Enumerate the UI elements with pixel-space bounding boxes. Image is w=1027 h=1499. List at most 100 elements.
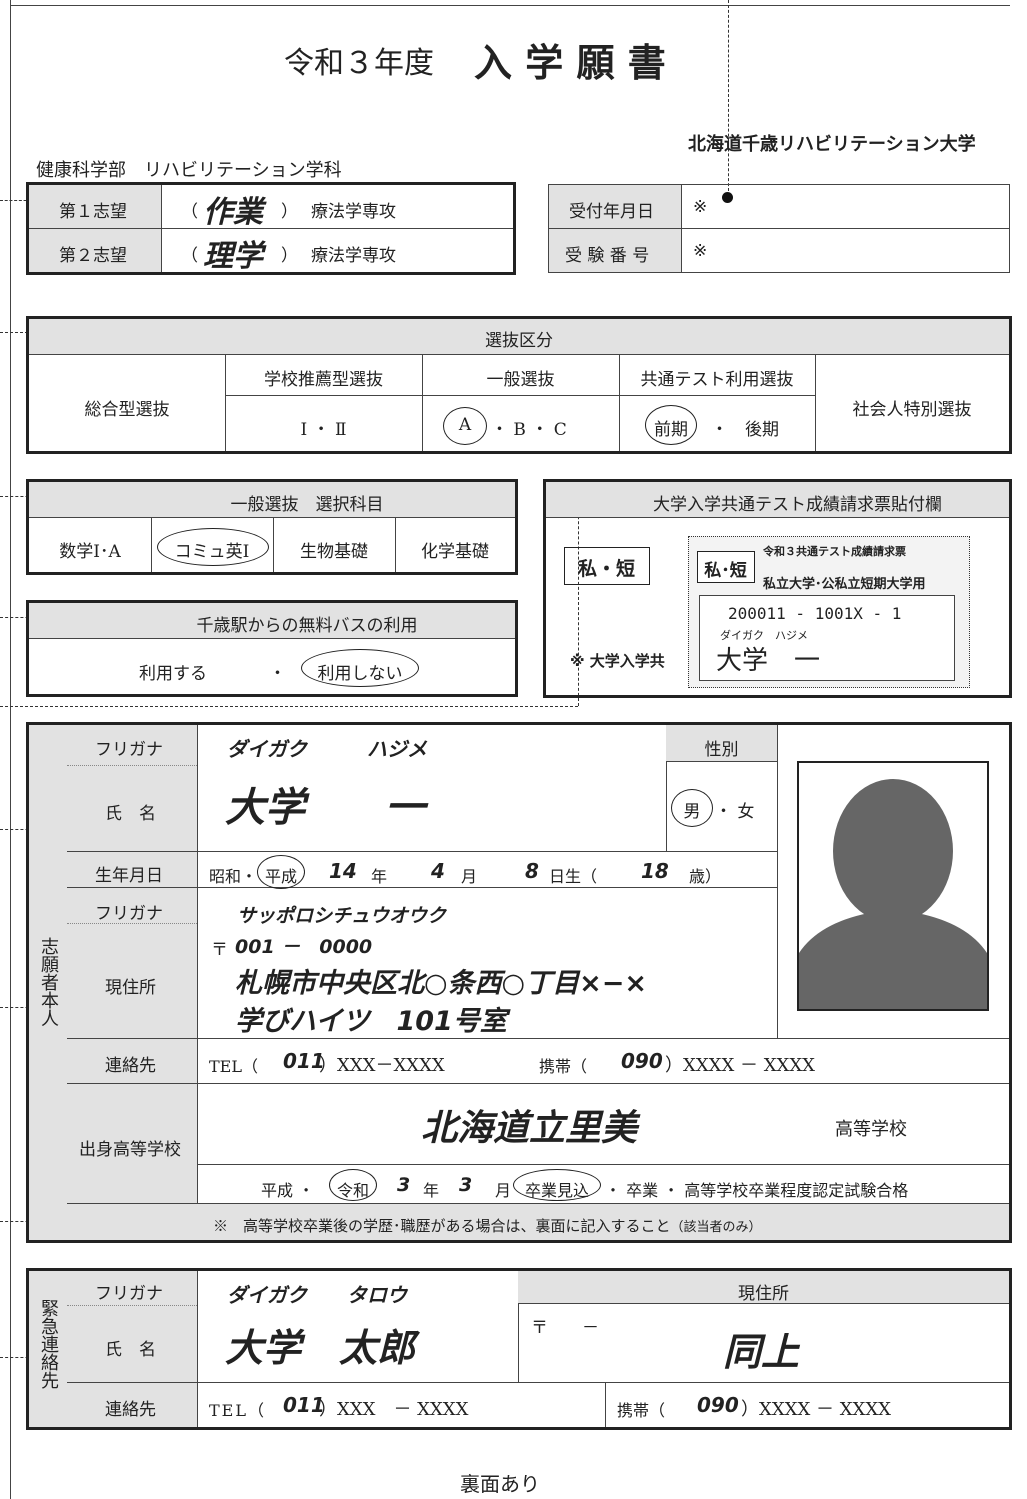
- grad-rest[interactable]: ・ 卒業 ・ 高等学校卒業程度認定試験合格: [605, 1181, 909, 1200]
- emergency-box: 緊急連絡先 現住所 フリガナ 氏 名 連絡先 ダイガク タロウ 大学 太郎 〒 …: [26, 1268, 1012, 1430]
- selection-school-options[interactable]: Ⅰ ・ Ⅱ: [300, 420, 347, 440]
- score-ticket: 私･短 令和３共通テスト成績請求票 私立大学･公私立短期大学用 200011 -…: [688, 536, 970, 688]
- emergency-mobile-rest[interactable]: ）XXXX － XXXX: [741, 1399, 891, 1420]
- leader-dot: [722, 192, 733, 203]
- tel-area[interactable]: 011: [283, 1049, 325, 1073]
- person-silhouette-icon: [799, 779, 987, 1009]
- emergency-tel-rest[interactable]: ）XXX － XXXX: [319, 1399, 469, 1420]
- subject-item[interactable]: コミュ英Ⅰ: [174, 542, 250, 562]
- received-mark: ※: [693, 197, 708, 217]
- history-note-small: （該当者のみ）: [670, 1220, 762, 1235]
- applicant-furigana[interactable]: ダイガク ハジメ: [227, 737, 427, 761]
- bus-use[interactable]: 利用する: [139, 664, 207, 684]
- subject-item[interactable]: 生物基礎: [300, 542, 368, 562]
- gender-male[interactable]: 男: [683, 802, 701, 822]
- university-name: 北海道千歳リハビリテーション大学: [688, 134, 976, 155]
- applicant-name[interactable]: 大学 一: [225, 785, 425, 831]
- tel-label: TEL（: [209, 1057, 258, 1076]
- zip-code[interactable]: 001 － 0000: [235, 936, 373, 958]
- subjects-header: 一般選抜 選択科目: [230, 495, 384, 515]
- selection-box: 選抜区分 総合型選抜 学校推薦型選抜 Ⅰ ・ Ⅱ 一般選抜 A ・ B ・ C …: [26, 316, 1012, 454]
- subject-item[interactable]: 化学基礎: [421, 542, 489, 562]
- bus-box: 千歳駅からの無料バスの利用 利用する ・ 利用しない: [26, 600, 518, 697]
- selected-circle: [671, 789, 713, 827]
- emergency-name-label: 氏 名: [105, 1340, 156, 1360]
- grad-year[interactable]: 3: [397, 1174, 411, 1196]
- sticker-tag: 私・短: [564, 547, 650, 585]
- mobile-area[interactable]: 090: [621, 1049, 663, 1073]
- emergency-side-text: 緊急連絡先: [38, 1299, 59, 1389]
- grad-heisei[interactable]: 平成 ・: [261, 1181, 315, 1200]
- exam-mark: ※: [693, 241, 708, 261]
- era-showa[interactable]: 昭和・: [209, 867, 258, 886]
- selection-school: 学校推薦型選抜: [264, 370, 383, 390]
- tel-rest[interactable]: ）XXX－XXXX: [319, 1055, 445, 1076]
- emergency-furigana[interactable]: ダイガク タロウ: [227, 1283, 407, 1307]
- footer-note: 裏面あり: [460, 1472, 540, 1496]
- selection-sogo[interactable]: 総合型選抜: [84, 400, 170, 420]
- name-label: 氏 名: [105, 804, 156, 824]
- grad-month[interactable]: 3: [459, 1174, 473, 1196]
- selection-general: 一般選抜: [486, 370, 555, 390]
- grad-reiwa[interactable]: 令和: [336, 1181, 369, 1200]
- selected-circle: [157, 528, 269, 566]
- birth-month[interactable]: 4: [431, 859, 445, 883]
- grad-tsuki: 月: [495, 1181, 512, 1200]
- mobile-label: 携帯（: [539, 1057, 588, 1076]
- page-left-border: [10, 0, 11, 1499]
- birth-year[interactable]: 14: [329, 859, 357, 883]
- choice2-suffix: 療法学専攻: [311, 246, 396, 266]
- choices-box: 第１志望 第２志望 （ 作業 ） 療法学専攻 （ 理学 ） 療法学専攻: [26, 182, 516, 275]
- emergency-mobile-area[interactable]: 090: [697, 1393, 739, 1417]
- ticket-title2: 私立大学･公私立短期大学用: [763, 577, 926, 592]
- emergency-tel-area[interactable]: 011: [283, 1393, 325, 1417]
- ticket-inner: 200011 - 1001X - 1 ダイガク ハジメ 大学 一: [699, 595, 955, 681]
- subject-item[interactable]: 数学Ⅰ･A: [59, 542, 121, 562]
- emergency-addr-label: 現住所: [738, 1284, 789, 1304]
- emergency-contact-label: 連絡先: [105, 1400, 156, 1420]
- selection-common: 共通テスト利用選抜: [640, 370, 794, 390]
- emergency-name[interactable]: 大学 太郎: [225, 1326, 416, 1370]
- page-title: 入 学 願 書: [474, 40, 666, 85]
- address-line2[interactable]: 学びハイツ 101号室: [235, 1006, 507, 1037]
- school-label: 出身高等学校: [79, 1140, 181, 1160]
- leader-line: [0, 200, 36, 201]
- gender-rest[interactable]: ・ 女: [715, 802, 755, 822]
- selection-general-rest[interactable]: ・ B ・ C: [491, 420, 567, 440]
- addr-kana-label: フリガナ: [95, 904, 163, 924]
- title-year: 令和３年度: [284, 46, 434, 81]
- exam-number-label: 受 験 番 号: [565, 246, 650, 266]
- age-suffix: 歳）: [689, 867, 722, 886]
- address-kana[interactable]: サッポロシチュウオウク: [237, 905, 447, 927]
- gender-label: 性別: [704, 740, 739, 760]
- selection-common-rest[interactable]: ・ 後期: [711, 420, 779, 440]
- history-note-text: ※ 高等学校卒業後の学歴･職歴がある場合は、裏面に記入すること: [213, 1217, 671, 1235]
- era-heisei[interactable]: 平成: [264, 867, 297, 886]
- emergency-mobile-label: 携帯（: [617, 1401, 666, 1420]
- bus-not-use[interactable]: 利用しない: [317, 664, 403, 684]
- selected-circle: [443, 407, 487, 445]
- selection-adult[interactable]: 社会人特別選抜: [852, 400, 972, 420]
- birth-day[interactable]: 8: [525, 859, 539, 883]
- choice2-close: ）: [281, 246, 298, 266]
- emergency-tel-label: TEL（: [209, 1401, 266, 1420]
- birth-nen: 年: [371, 867, 388, 886]
- subjects-box: 一般選抜 選択科目 数学Ⅰ･A コミュ英Ⅰ 生物基礎 化学基礎: [26, 479, 518, 575]
- selected-circle: [301, 649, 419, 687]
- emergency-address[interactable]: 同上: [723, 1330, 800, 1374]
- school-name[interactable]: 北海道立里美: [421, 1108, 638, 1149]
- bus-separator: ・: [269, 664, 286, 684]
- selection-common-early[interactable]: 前期: [654, 420, 688, 440]
- leader-vertical: [728, 0, 729, 196]
- selection-general-a[interactable]: A: [458, 415, 472, 435]
- grad-nen: 年: [423, 1181, 440, 1200]
- ticket-tag: 私･短: [697, 551, 755, 583]
- choice2-label: 第２志望: [59, 246, 127, 266]
- address-line1[interactable]: 札幌市中央区北○条西○丁目×−×: [235, 968, 647, 999]
- mobile-rest[interactable]: ）XXXX － XXXX: [665, 1055, 815, 1076]
- applicant-side-text: 志願者本人: [38, 937, 59, 1027]
- applicant-age[interactable]: 18: [641, 859, 669, 883]
- grad-status[interactable]: 卒業見込: [524, 1181, 589, 1200]
- emergency-zip[interactable]: 〒 －: [531, 1318, 599, 1338]
- applicant-photo: [797, 761, 989, 1011]
